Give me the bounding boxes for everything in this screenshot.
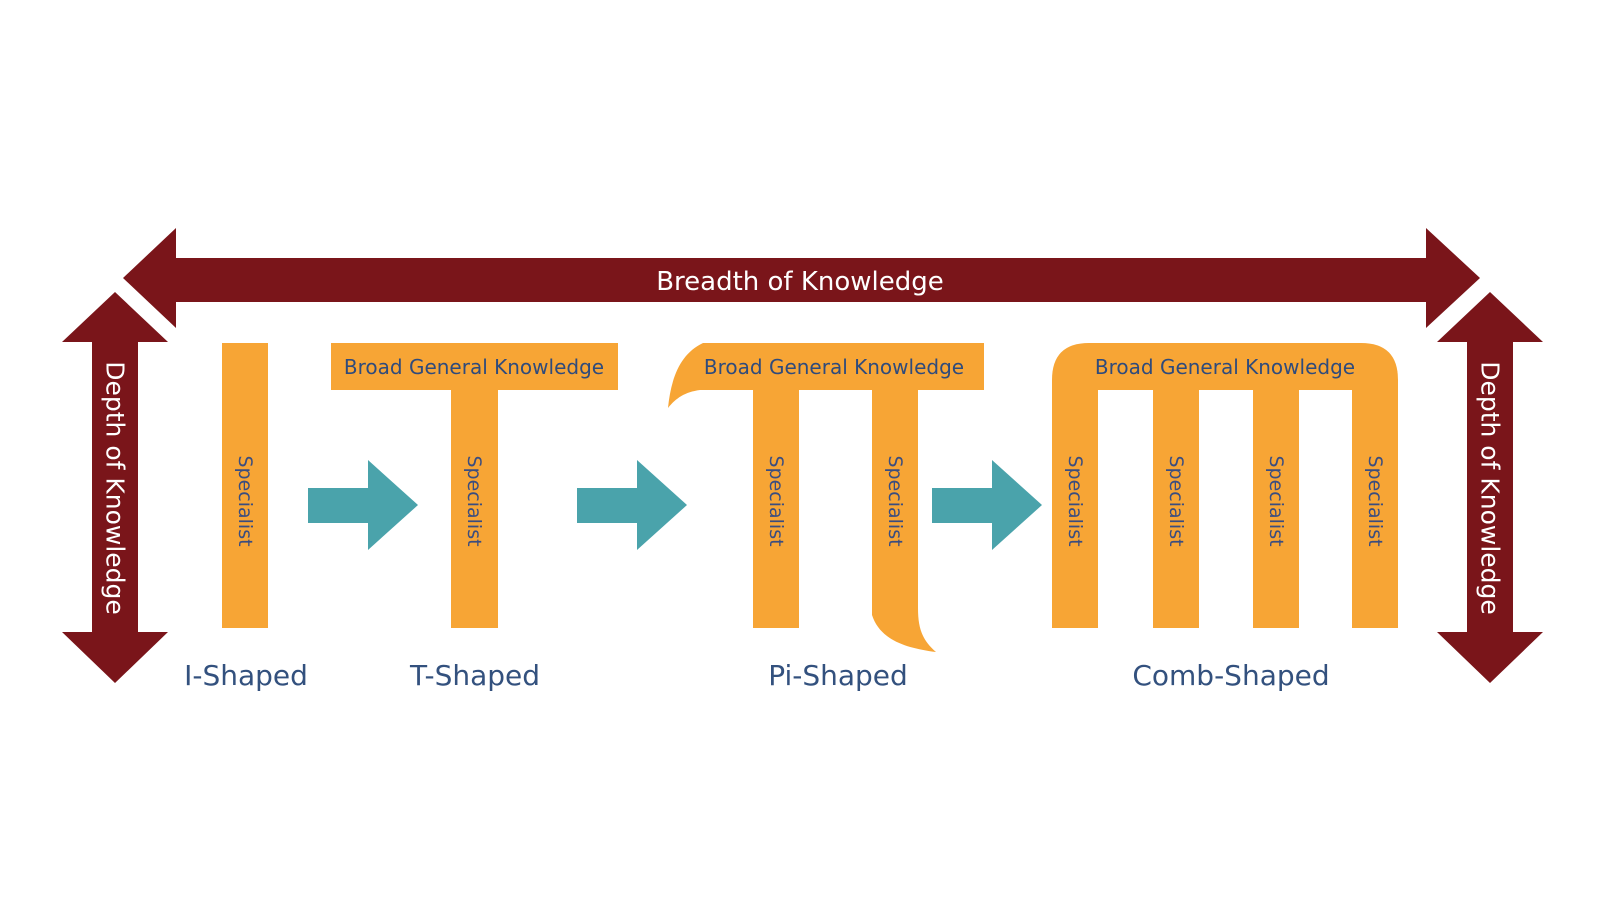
comb-specialist-label-3: Specialist <box>1265 455 1287 546</box>
pi-specialist-bar-left <box>753 390 799 628</box>
t-shaped-label: T-Shaped <box>409 659 540 692</box>
depth-label-right: Depth of Knowledge <box>1476 361 1505 615</box>
right-arrow-icon <box>577 460 687 550</box>
i-shaped-label: I-Shaped <box>184 659 308 692</box>
breadth-label: Breadth of Knowledge <box>656 267 944 297</box>
comb-specialist-bar-3 <box>1253 390 1299 628</box>
pi-specialist-label-left: Specialist <box>765 455 787 546</box>
pi-broad-label: Broad General Knowledge <box>704 355 964 379</box>
pi-shaped-figure: Broad General Knowledge Specialist Speci… <box>668 343 984 692</box>
comb-specialist-bar-2 <box>1153 390 1199 628</box>
right-arrow-icon <box>308 460 418 550</box>
i-specialist-bar <box>222 343 268 628</box>
i-shaped-figure: Specialist I-Shaped <box>184 343 308 692</box>
pi-broad-bar <box>668 343 984 408</box>
depth-arrow-left-icon <box>62 292 168 683</box>
comb-specialist-label-2: Specialist <box>1165 455 1187 546</box>
t-broad-bar <box>331 343 618 390</box>
pi-specialist-label-right: Specialist <box>884 455 906 546</box>
t-broad-label: Broad General Knowledge <box>344 355 604 379</box>
depth-label-left: Depth of Knowledge <box>101 361 130 615</box>
depth-arrow-left: Depth of Knowledge <box>62 292 168 683</box>
comb-broad-bar <box>1052 343 1398 628</box>
pi-specialist-bar-right <box>872 390 936 652</box>
comb-shaped-figure: Broad General Knowledge Specialist Speci… <box>1052 343 1398 692</box>
breadth-arrow: Breadth of Knowledge <box>123 228 1480 328</box>
t-shaped-figure: Broad General Knowledge Specialist T-Sha… <box>331 343 618 692</box>
comb-broad-label: Broad General Knowledge <box>1095 355 1355 379</box>
t-specialist-bar <box>451 390 498 628</box>
breadth-arrow-icon <box>123 228 1480 328</box>
comb-shaped-label: Comb-Shaped <box>1132 659 1329 692</box>
i-specialist-label: Specialist <box>234 455 256 546</box>
comb-specialist-label-4: Specialist <box>1364 455 1386 546</box>
t-specialist-label: Specialist <box>463 455 485 546</box>
right-arrow-icon <box>932 460 1042 550</box>
depth-arrow-right: Depth of Knowledge <box>1437 292 1543 683</box>
pi-shaped-label: Pi-Shaped <box>768 659 908 692</box>
depth-arrow-right-icon <box>1437 292 1543 683</box>
comb-specialist-label-1: Specialist <box>1064 455 1086 546</box>
